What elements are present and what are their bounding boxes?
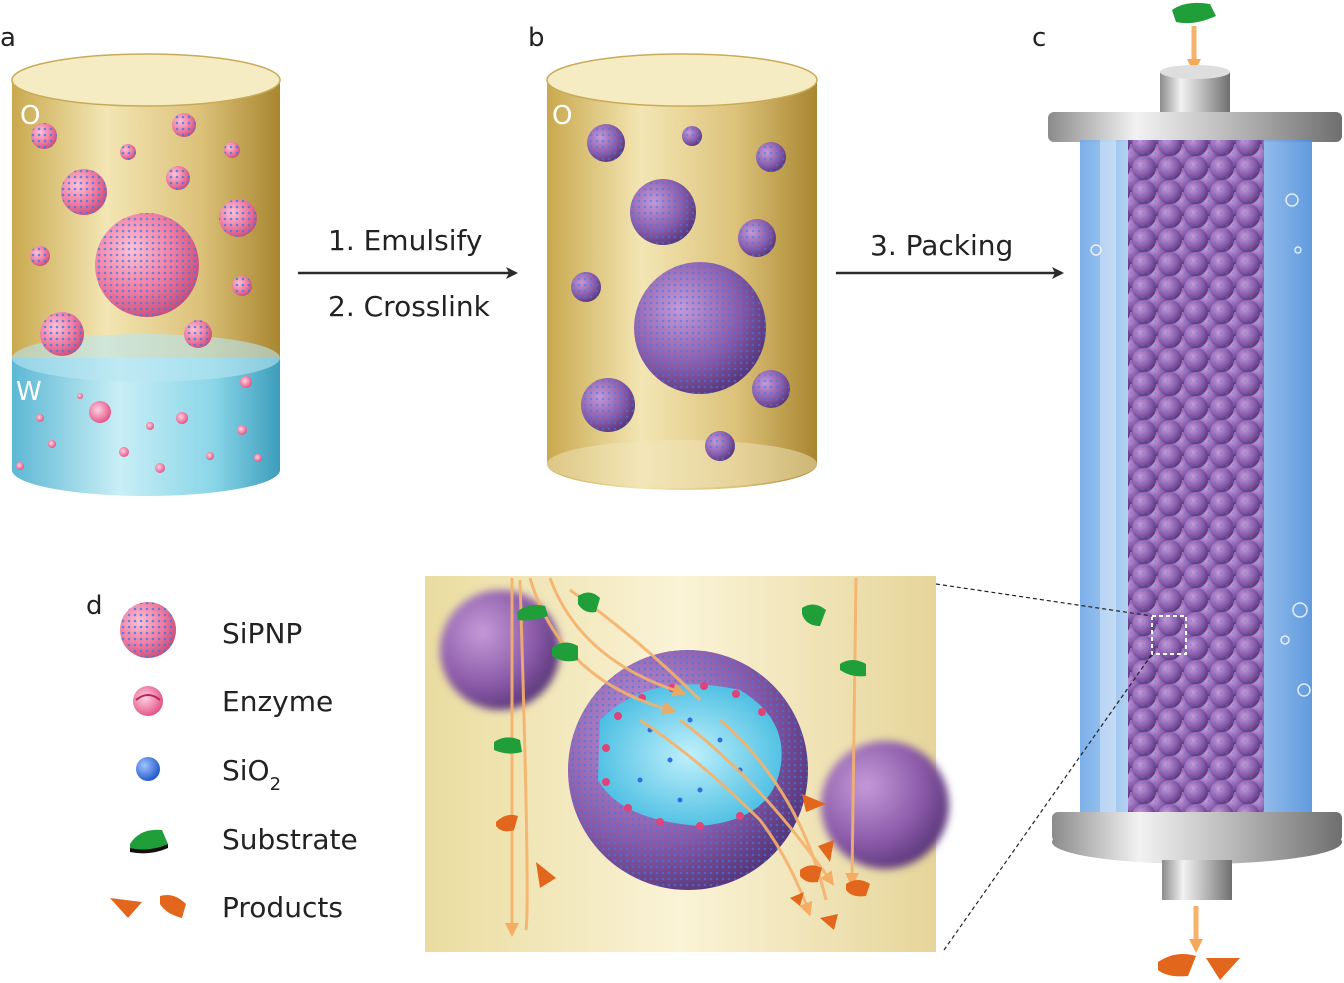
top-flange <box>1048 112 1342 142</box>
sipnp-droplets-a <box>30 113 257 356</box>
step-arrow-1: 1. Emulsify 2. Crosslink <box>298 224 518 323</box>
crosslinked-particles-b <box>571 124 790 461</box>
legend-label-sio2: SiO2 <box>222 754 281 795</box>
column-glare <box>1100 140 1116 826</box>
substrate-icon <box>130 829 168 850</box>
oil-label-b: O <box>552 101 572 131</box>
legend-label-sipnp: SiPNP <box>222 617 302 650</box>
oil-label-a: O <box>20 101 40 131</box>
step-crosslink-label: 2. Crosslink <box>328 290 491 323</box>
legend-item-sio2: SiO2 <box>136 754 281 795</box>
legend-item-enzyme: Enzyme <box>133 685 333 718</box>
legend-label-substrate: Substrate <box>222 823 358 856</box>
substrates-in-inset <box>494 592 866 754</box>
legend-label-enzyme: Enzyme <box>222 685 333 718</box>
step-emulsify-label: 1. Emulsify <box>328 224 482 257</box>
legend-label-sio2-main: SiO <box>222 754 270 787</box>
panel-label-d: d <box>86 591 103 621</box>
inlet-fitting-top <box>1160 65 1230 79</box>
bottom-flange-base <box>1052 820 1342 864</box>
legend-label-products: Products <box>222 891 343 924</box>
legend-item-sipnp: SiPNP <box>120 602 302 658</box>
water-phase-a <box>12 358 280 496</box>
cylinder-top-a <box>11 53 281 107</box>
panel-c: c <box>1032 2 1342 980</box>
zoom-region-box <box>1151 615 1187 655</box>
panel-d-legend: d SiPNP Enzyme SiO2 Substrate Products <box>86 591 358 924</box>
zoom-inset <box>425 576 949 952</box>
enzymes-in-water-a <box>16 376 262 473</box>
step-packing-label: 3. Packing <box>870 229 1013 262</box>
panel-b: b O <box>528 23 818 490</box>
step-arrow-3: 3. Packing <box>836 229 1064 279</box>
products-in-inset <box>496 794 870 930</box>
product-icon-half <box>160 895 186 918</box>
panel-a: a O W <box>0 23 281 496</box>
outlet-fitting <box>1162 860 1232 900</box>
cylinder-bottom-b <box>547 440 817 488</box>
zoom-line-top <box>935 583 1153 617</box>
zoom-line-bottom <box>943 653 1153 951</box>
packed-bed-texture <box>1128 140 1264 826</box>
product-out-icon-1 <box>1158 954 1196 977</box>
panel-label-c: c <box>1032 23 1046 53</box>
product-out-icon-2 <box>1206 958 1240 980</box>
cylinder-top-b <box>546 53 818 107</box>
product-icon-triangle <box>110 898 142 918</box>
panel-label-a: a <box>0 23 16 53</box>
substrate-in-icon <box>1172 2 1216 24</box>
blurred-particle-right <box>821 741 949 869</box>
enzyme-icon <box>133 686 163 716</box>
panel-label-b: b <box>528 23 545 53</box>
sio2-icon <box>136 757 160 781</box>
bubbles <box>1090 193 1311 697</box>
legend-item-products: Products <box>110 891 343 924</box>
legend-label-sio2-sub: 2 <box>270 774 281 795</box>
legend-item-substrate: Substrate <box>130 823 358 856</box>
water-label-a: W <box>16 377 42 407</box>
